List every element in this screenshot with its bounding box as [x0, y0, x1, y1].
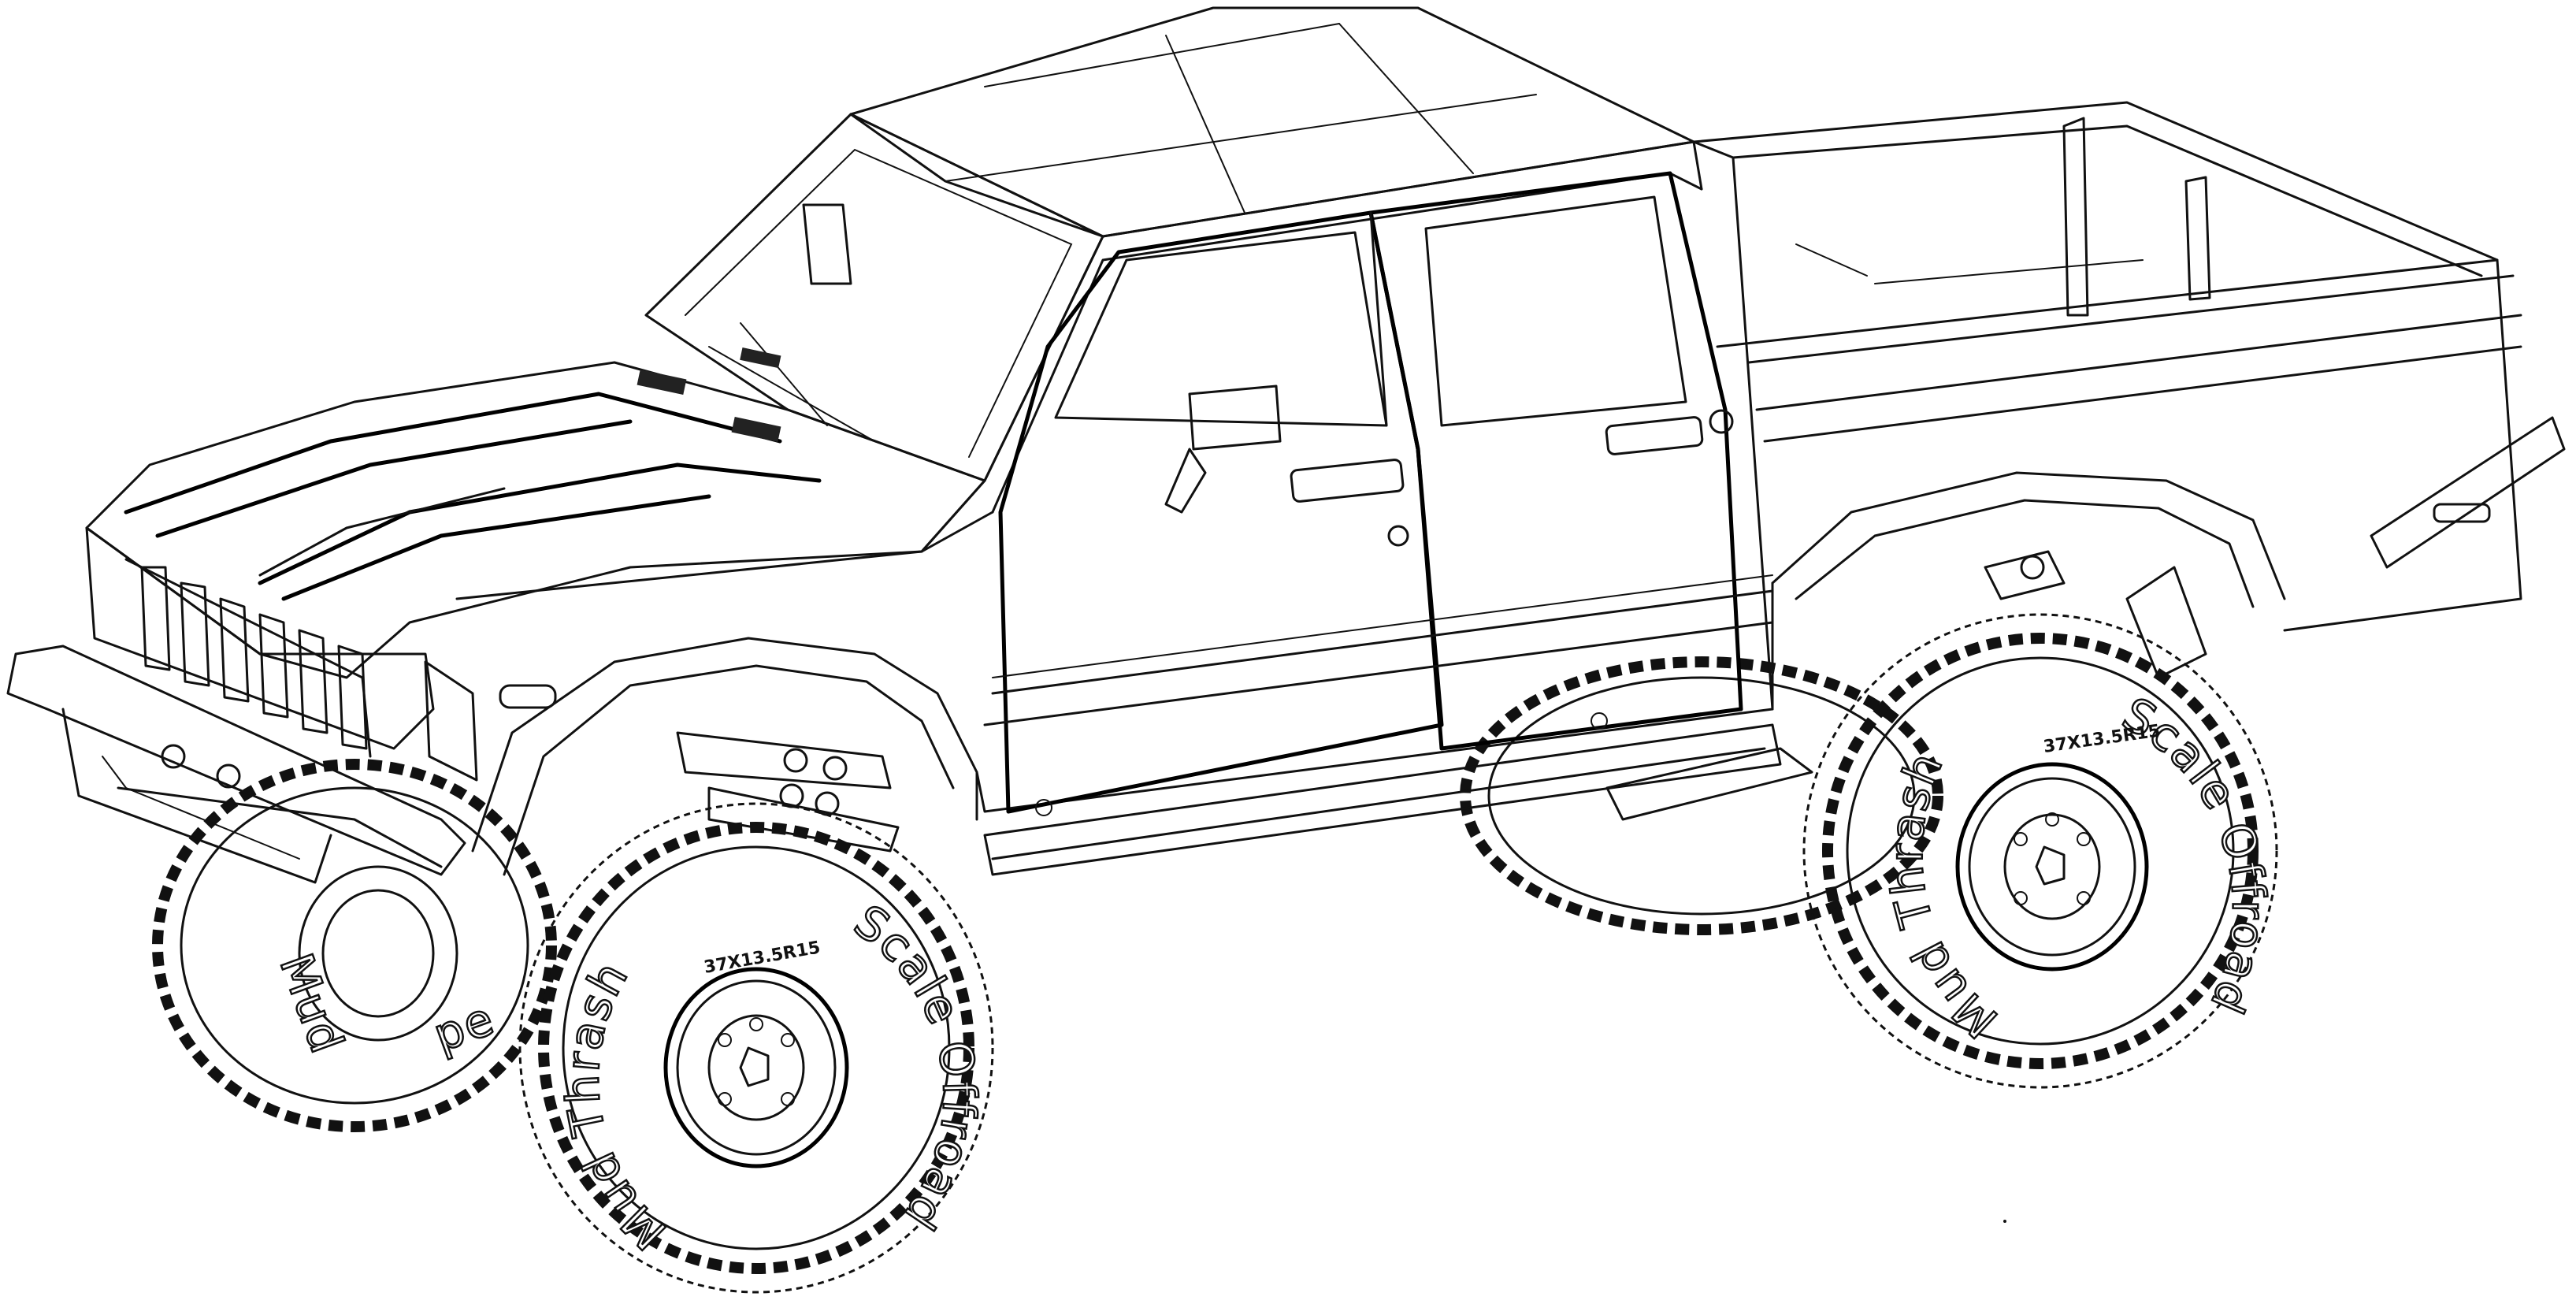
rearview-mirror-icon — [802, 203, 852, 285]
front-wheel — [663, 967, 849, 1168]
front-far-tire-brand: Mud — [269, 947, 354, 1061]
rock-slider — [983, 723, 1782, 876]
rollbar-post — [2062, 117, 2089, 317]
grille — [85, 526, 557, 782]
front-door — [998, 210, 1444, 814]
hood — [85, 347, 986, 679]
stray-dot — [2003, 1220, 2006, 1223]
front-tire: Scale Offroad Mud Thrashers 37X13.5R15 — [0, 0, 994, 1294]
front-far-tire-maker: pe — [427, 991, 502, 1062]
rollbar-post — [2184, 176, 2211, 301]
front-tire-size: 37X13.5R15 — [703, 938, 822, 978]
rear-tire-size: 37X13.5R15 — [2042, 721, 2161, 757]
front-door-handle-icon — [1290, 459, 1405, 503]
front-tire-maker: Scale Offroad — [844, 894, 986, 1240]
grille-slots — [140, 566, 368, 750]
rear-wheel — [1955, 762, 2149, 971]
rear-tire-brand: Mud Thrashers — [0, 0, 2007, 1050]
side-mirror-icon — [1188, 385, 1282, 451]
front-door-window — [1054, 231, 1388, 427]
rear-door-window — [1424, 195, 1687, 427]
front-fender — [455, 511, 994, 876]
headlight-icon — [424, 660, 478, 782]
truck-bed — [1692, 101, 2566, 711]
tail-light-icon — [2433, 503, 2491, 523]
front-tire-brand: Mud Thrashers — [0, 0, 677, 1260]
rear-door-handle-icon — [1605, 416, 1704, 455]
cab-roof — [849, 6, 1695, 238]
turn-signal-icon — [499, 684, 557, 709]
cab-body — [920, 140, 1782, 876]
front-bumper — [6, 645, 466, 884]
rear-far-tire — [1460, 656, 1943, 935]
rear-bumper — [2370, 416, 2566, 569]
